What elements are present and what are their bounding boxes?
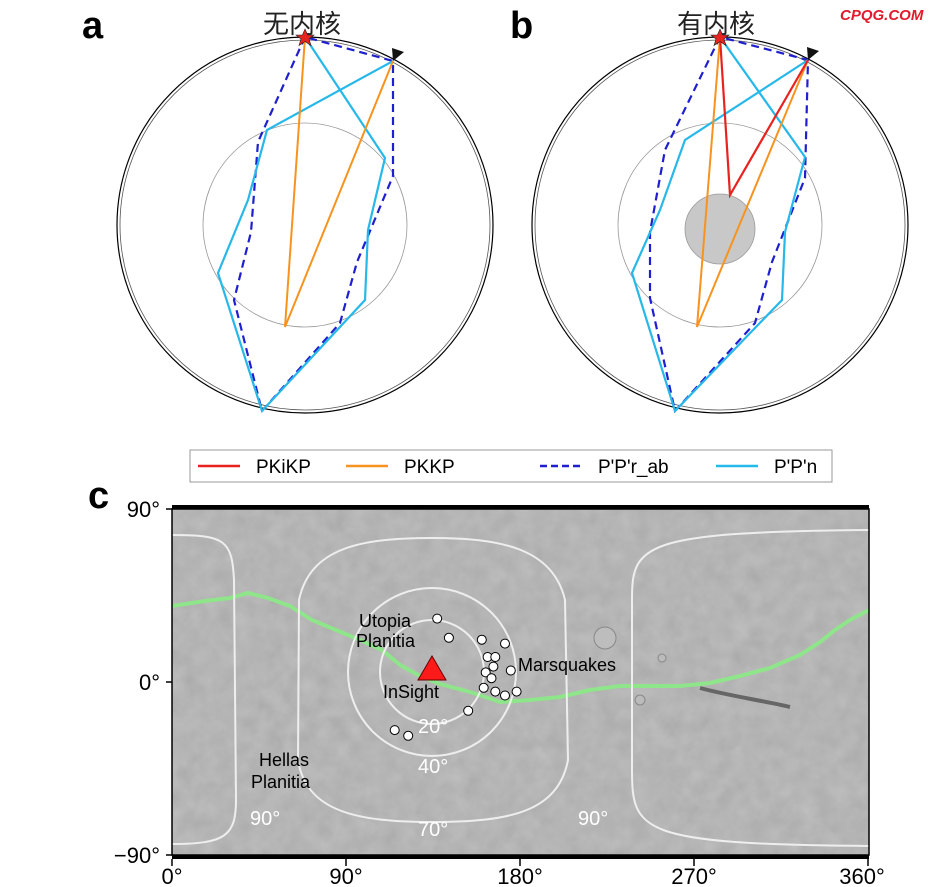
marsquake-event xyxy=(443,632,454,643)
marsquake-event xyxy=(511,686,522,697)
ray-pprab-b xyxy=(648,35,810,414)
legend: PKiKP PKKP P'P'r_ab P'P'n xyxy=(189,449,833,483)
marsquake-event xyxy=(500,690,510,701)
panel-a: a 无内核 xyxy=(82,5,494,414)
marsquake-event xyxy=(403,730,414,741)
utopia-label-line1: Utopia xyxy=(359,611,412,631)
marsquake-event xyxy=(488,661,499,672)
marsquake-event xyxy=(389,725,400,736)
ray-pkkp-a xyxy=(284,36,394,328)
outer-core-boundary-a xyxy=(202,122,408,328)
planet-surface-a xyxy=(116,36,494,414)
marsquake-event xyxy=(476,634,487,645)
x-tick-label: 270° xyxy=(671,864,717,887)
contour-40deg xyxy=(347,587,517,757)
contour-label-90-left: 90° xyxy=(250,808,280,830)
contour-label-40: 40° xyxy=(418,756,448,778)
marsquake-event xyxy=(486,673,497,684)
map-frame-bottom xyxy=(172,855,869,859)
legend-label-3: P'P'n xyxy=(774,457,817,478)
ray-pkkp-b xyxy=(696,36,809,328)
panel-c-label: c xyxy=(88,475,109,517)
source-star-a xyxy=(295,28,315,47)
y-axis: 90° 0° −90° xyxy=(114,497,172,868)
legend-label-2: P'P'r_ab xyxy=(598,457,669,478)
contour-label-70: 70° xyxy=(418,819,448,841)
y-tick-label: 0° xyxy=(139,670,160,695)
x-tick-label: 90° xyxy=(329,864,362,887)
hellas-label-line2: Planitia xyxy=(251,772,311,792)
map-frame-top xyxy=(172,505,869,509)
panel-a-label: a xyxy=(82,5,104,47)
dichotomy-boundary xyxy=(172,590,869,705)
x-tick-label: 0° xyxy=(161,864,182,887)
ray-pkikp-b xyxy=(718,36,809,199)
marsquakes-label: Marsquakes xyxy=(518,655,616,675)
valles-marineris xyxy=(699,686,791,709)
inner-core xyxy=(684,193,756,265)
marsquake-event xyxy=(463,705,474,716)
crust-boundary-a xyxy=(119,39,491,411)
station-triangle-a xyxy=(392,48,404,61)
watermark-text: CPQG.COM xyxy=(840,7,924,24)
x-tick-label: 180° xyxy=(497,864,543,887)
outer-core-boundary-b xyxy=(617,122,823,328)
legend-label-0: PKiKP xyxy=(256,457,311,478)
x-tick-label: 360° xyxy=(839,864,885,887)
utopia-label-line2: Planitia xyxy=(356,631,416,651)
panel-b-label: b xyxy=(510,5,533,47)
marsquake-event xyxy=(480,667,491,678)
ray-ppn-a xyxy=(216,36,394,414)
crater-marker xyxy=(634,694,646,706)
marsquake-event xyxy=(500,638,510,649)
ray-ppn-b xyxy=(630,36,809,414)
panel-c: c Utopia Planitia Hellas xyxy=(88,475,885,887)
contour-90deg-right xyxy=(631,529,869,847)
y-tick-label: −90° xyxy=(114,843,160,868)
y-tick-label: 90° xyxy=(127,497,160,522)
marsquake-events xyxy=(389,613,522,741)
hellas-label-line1: Hellas xyxy=(259,750,309,770)
contour-70deg xyxy=(296,536,570,824)
crater-marker xyxy=(657,653,667,663)
contour-90deg-left xyxy=(172,534,238,845)
elysium-mons xyxy=(593,626,617,650)
x-axis: 0° 90° 180° 270° 360° xyxy=(161,859,885,887)
source-star-b xyxy=(710,28,730,47)
station-triangle-b xyxy=(807,47,819,60)
marsquake-event xyxy=(432,613,443,624)
ray-pprab-a xyxy=(232,35,395,414)
legend-label-1: PKKP xyxy=(404,457,455,478)
contour-label-20: 20° xyxy=(418,716,448,738)
mars-relief-texture xyxy=(172,509,869,855)
marsquake-event xyxy=(490,686,501,697)
marsquake-event xyxy=(505,665,516,676)
insight-label: InSight xyxy=(383,682,439,702)
marsquake-event xyxy=(490,652,501,662)
panel-b: b 有内核 xyxy=(510,5,909,414)
insight-station-marker xyxy=(417,655,447,681)
contour-label-90-right: 90° xyxy=(578,808,608,830)
marsquake-event xyxy=(478,682,489,693)
